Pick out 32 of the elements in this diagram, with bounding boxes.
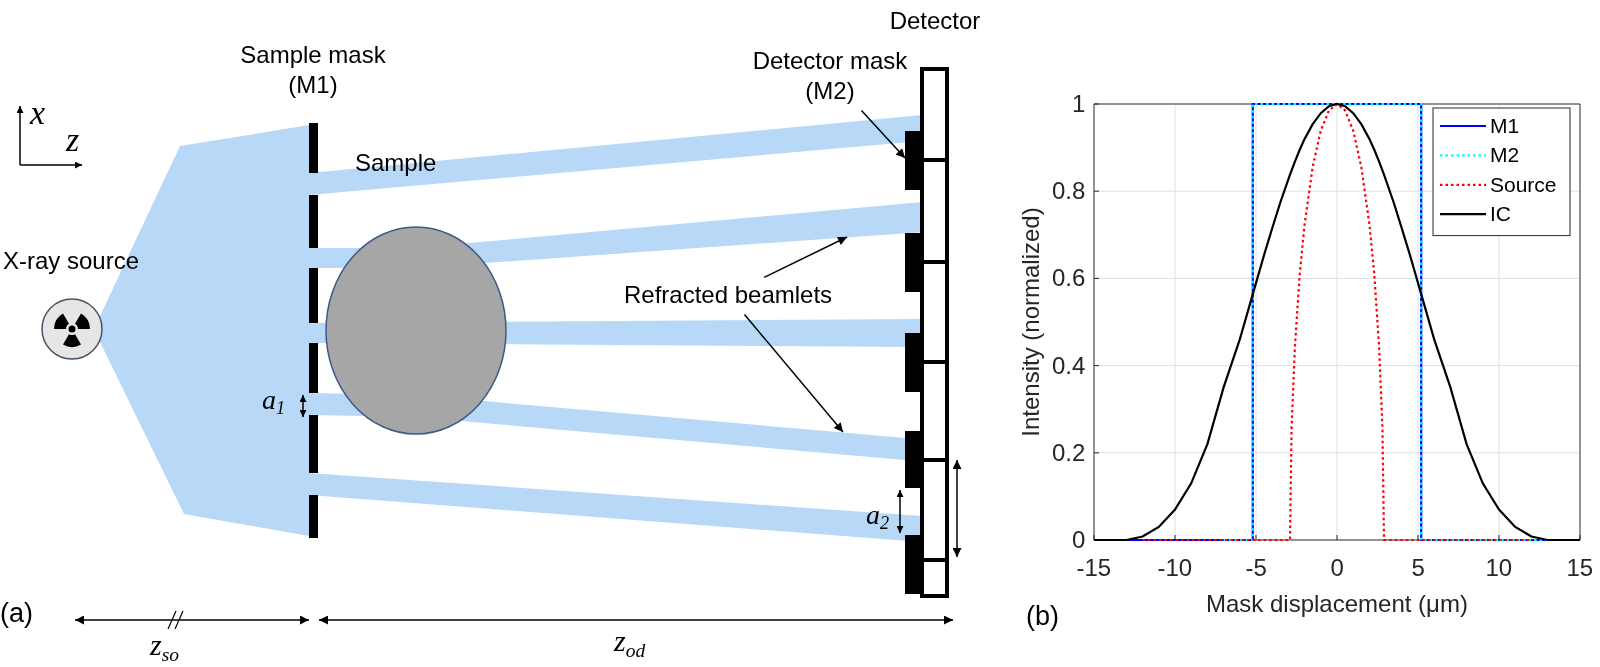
legend-label: Source xyxy=(1490,172,1557,197)
dimension-label: z$_{so}$ xyxy=(150,630,180,660)
dimension-label: a$_{2}$ xyxy=(866,501,890,529)
tick-label: -5 xyxy=(1245,554,1267,582)
component-label: Detector xyxy=(888,6,982,36)
callout-label: Detector mask (M2) xyxy=(745,46,915,106)
tick-label: 0.8 xyxy=(1052,177,1086,206)
component-label: Sample mask (M1) xyxy=(239,40,387,100)
component-label: X-ray source xyxy=(3,246,140,276)
tick-label: 0.4 xyxy=(1052,351,1086,380)
dimension-label: z$_{od}$ xyxy=(614,626,646,656)
legend-label: IC xyxy=(1490,202,1511,227)
tick-label: 15 xyxy=(1566,554,1594,582)
tick-label: 1 xyxy=(1072,90,1086,118)
dimension-label: a$_{1}$ xyxy=(262,386,286,414)
tick-label: -10 xyxy=(1157,554,1193,582)
axis-title: Intensity (normalized) xyxy=(1016,207,1045,437)
axis-title: Mask displacement (μm) xyxy=(1206,590,1468,618)
tick-label: -15 xyxy=(1076,554,1112,582)
legend-label: M1 xyxy=(1490,114,1520,138)
tick-label: 5 xyxy=(1411,554,1425,582)
axis-label: z xyxy=(66,123,80,157)
tick-label: 10 xyxy=(1485,554,1513,582)
panel-label: (b) xyxy=(1026,603,1059,630)
tick-label: 0 xyxy=(1330,554,1344,582)
component-label: Sample xyxy=(355,148,437,178)
legend-label: M2 xyxy=(1490,143,1520,168)
tick-label: 0.2 xyxy=(1052,438,1086,467)
tick-label: 0.6 xyxy=(1052,264,1086,293)
panel-label: (a) xyxy=(0,600,33,627)
tick-label: 0 xyxy=(1072,526,1086,554)
axis-label: x xyxy=(30,96,46,130)
